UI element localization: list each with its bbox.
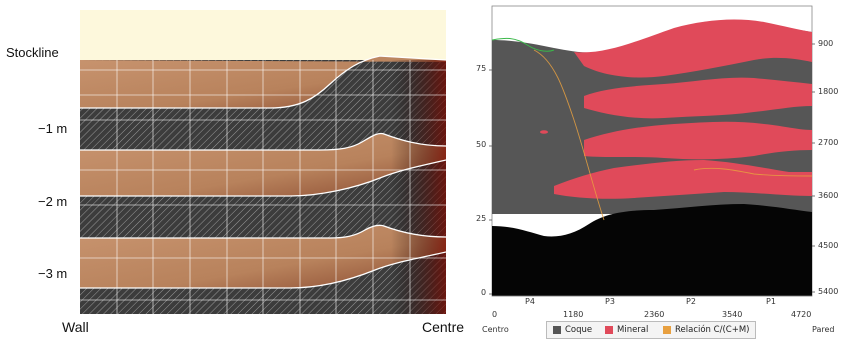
legend-label-coque: Coque bbox=[565, 325, 593, 335]
x-tick-2360: 2360 bbox=[644, 310, 665, 319]
profile-fill bbox=[492, 19, 812, 296]
legend-label-ratio: Relación C/(C+M) bbox=[675, 325, 750, 335]
burden-schematic bbox=[80, 10, 446, 314]
stockline-label: Stockline bbox=[6, 45, 59, 60]
ratio-trace bbox=[533, 49, 605, 221]
y-tick-left-0: 0 bbox=[481, 288, 487, 297]
y-tick-right-900: 900 bbox=[818, 39, 834, 48]
probe-label-p3: P3 bbox=[605, 297, 615, 306]
x-tick-1180: 1180 bbox=[563, 310, 584, 319]
black-bottom-region bbox=[492, 204, 812, 296]
probe-label-p1: P1 bbox=[766, 297, 776, 306]
mineral-band-1 bbox=[574, 19, 812, 78]
legend-swatch-coque bbox=[553, 326, 561, 334]
probe-label-p2: P2 bbox=[686, 297, 696, 306]
layer-interface-line bbox=[80, 55, 446, 109]
mineral-band-4 bbox=[554, 160, 812, 199]
x-tick-0: 0 bbox=[492, 310, 498, 319]
legend-item-mineral: Mineral bbox=[605, 325, 648, 335]
y-tick-right-5400: 5400 bbox=[818, 287, 839, 296]
depth-label-1m: −1 m bbox=[38, 121, 68, 136]
y-tick-right-4500: 4500 bbox=[818, 241, 839, 250]
y-tick-left-75: 75 bbox=[476, 64, 487, 73]
probe-label-p4: P4 bbox=[525, 297, 535, 306]
pared-label: Pared bbox=[812, 325, 835, 334]
legend-label-mineral: Mineral bbox=[617, 325, 649, 335]
centro-label: Centro bbox=[482, 325, 509, 334]
mineral-band-2 bbox=[584, 77, 812, 119]
legend-item-coque: Coque bbox=[553, 325, 592, 335]
mineral-spot bbox=[540, 130, 548, 134]
x-tick-3540: 3540 bbox=[722, 310, 743, 319]
y-tick-left-50: 50 bbox=[476, 140, 487, 149]
y-tick-right-2700: 2700 bbox=[818, 138, 839, 147]
x-tick-4720: 4720 bbox=[791, 310, 812, 319]
centre-label: Centre bbox=[422, 319, 465, 335]
legend-swatch-mineral bbox=[605, 326, 613, 334]
legend-item-ratio: Relación C/(C+M) bbox=[663, 325, 749, 335]
y-tick-right-3600: 3600 bbox=[818, 191, 839, 200]
layer-interface-line bbox=[80, 159, 446, 197]
radar-profile-chart bbox=[474, 0, 846, 339]
layer-interface-line bbox=[80, 251, 446, 289]
depth-label-2m: −2 m bbox=[38, 194, 68, 209]
y-tick-left-25: 25 bbox=[476, 214, 487, 223]
ratio-trace bbox=[693, 167, 813, 177]
legend-swatch-ratio bbox=[663, 326, 671, 334]
green-trace bbox=[491, 37, 555, 52]
depth-label-3m: −3 m bbox=[38, 266, 68, 281]
y-tick-right-1800: 1800 bbox=[818, 87, 839, 96]
mineral-band-3 bbox=[584, 121, 812, 160]
legend: Coque Mineral Relación C/(C+M) bbox=[546, 321, 756, 339]
grid bbox=[80, 60, 446, 314]
wall-label: Wall bbox=[62, 319, 89, 335]
